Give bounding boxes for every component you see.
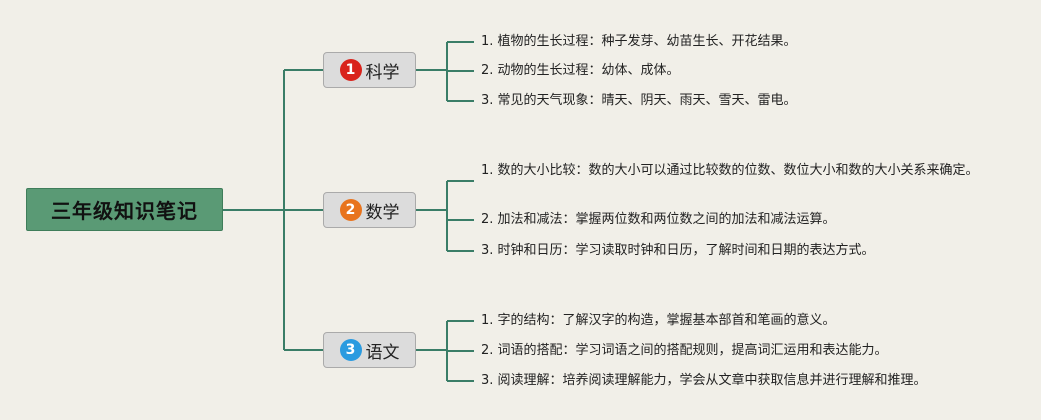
subject-node-math: 2 数学 <box>323 192 416 228</box>
number-badge-icon: 3 <box>339 339 362 361</box>
number-badge-icon: 1 <box>339 59 362 81</box>
subject-label: 数学 <box>365 202 400 223</box>
leaf-item: 2. 词语的搭配：学习词语之间的搭配规则，提高词汇运用和表达能力。 <box>481 343 888 358</box>
leaf-item: 3. 阅读理解：培养阅读理解能力，学会从文章中获取信息并进行理解和推理。 <box>481 373 927 388</box>
subject-node-chinese: 3 语文 <box>323 332 416 368</box>
leaf-item: 1. 字的结构：了解汉字的构造，掌握基本部首和笔画的意义。 <box>481 313 836 328</box>
chinese-connector <box>416 320 474 382</box>
leaf-item: 2. 动物的生长过程：幼体、成体。 <box>481 63 680 78</box>
subject-label: 语文 <box>365 342 400 363</box>
leaf-item: 3. 常见的天气现象：晴天、阴天、雨天、雪天、雷电。 <box>481 93 797 108</box>
subject-node-science: 1 科学 <box>323 52 416 88</box>
number-badge-icon: 2 <box>339 199 362 221</box>
leaf-item: 1. 植物的生长过程：种子发芽、幼苗生长、开花结果。 <box>481 34 797 49</box>
leaf-item: 3. 时钟和日历：学习读取时钟和日历，了解时间和日期的表达方式。 <box>481 243 875 258</box>
root-title: 三年级知识笔记 <box>51 199 198 223</box>
root-node: 三年级知识笔记 <box>26 188 223 231</box>
leaf-item: 1. 数的大小比较：数的大小可以通过比较数的位数、数位大小和数的大小关系来确定。 <box>481 163 979 178</box>
science-connector <box>416 41 474 102</box>
subject-label: 科学 <box>365 62 400 83</box>
leaf-item: 2. 加法和减法：掌握两位数和两位数之间的加法和减法运算。 <box>481 212 836 227</box>
math-connector <box>416 180 474 252</box>
root-connector <box>223 69 323 351</box>
